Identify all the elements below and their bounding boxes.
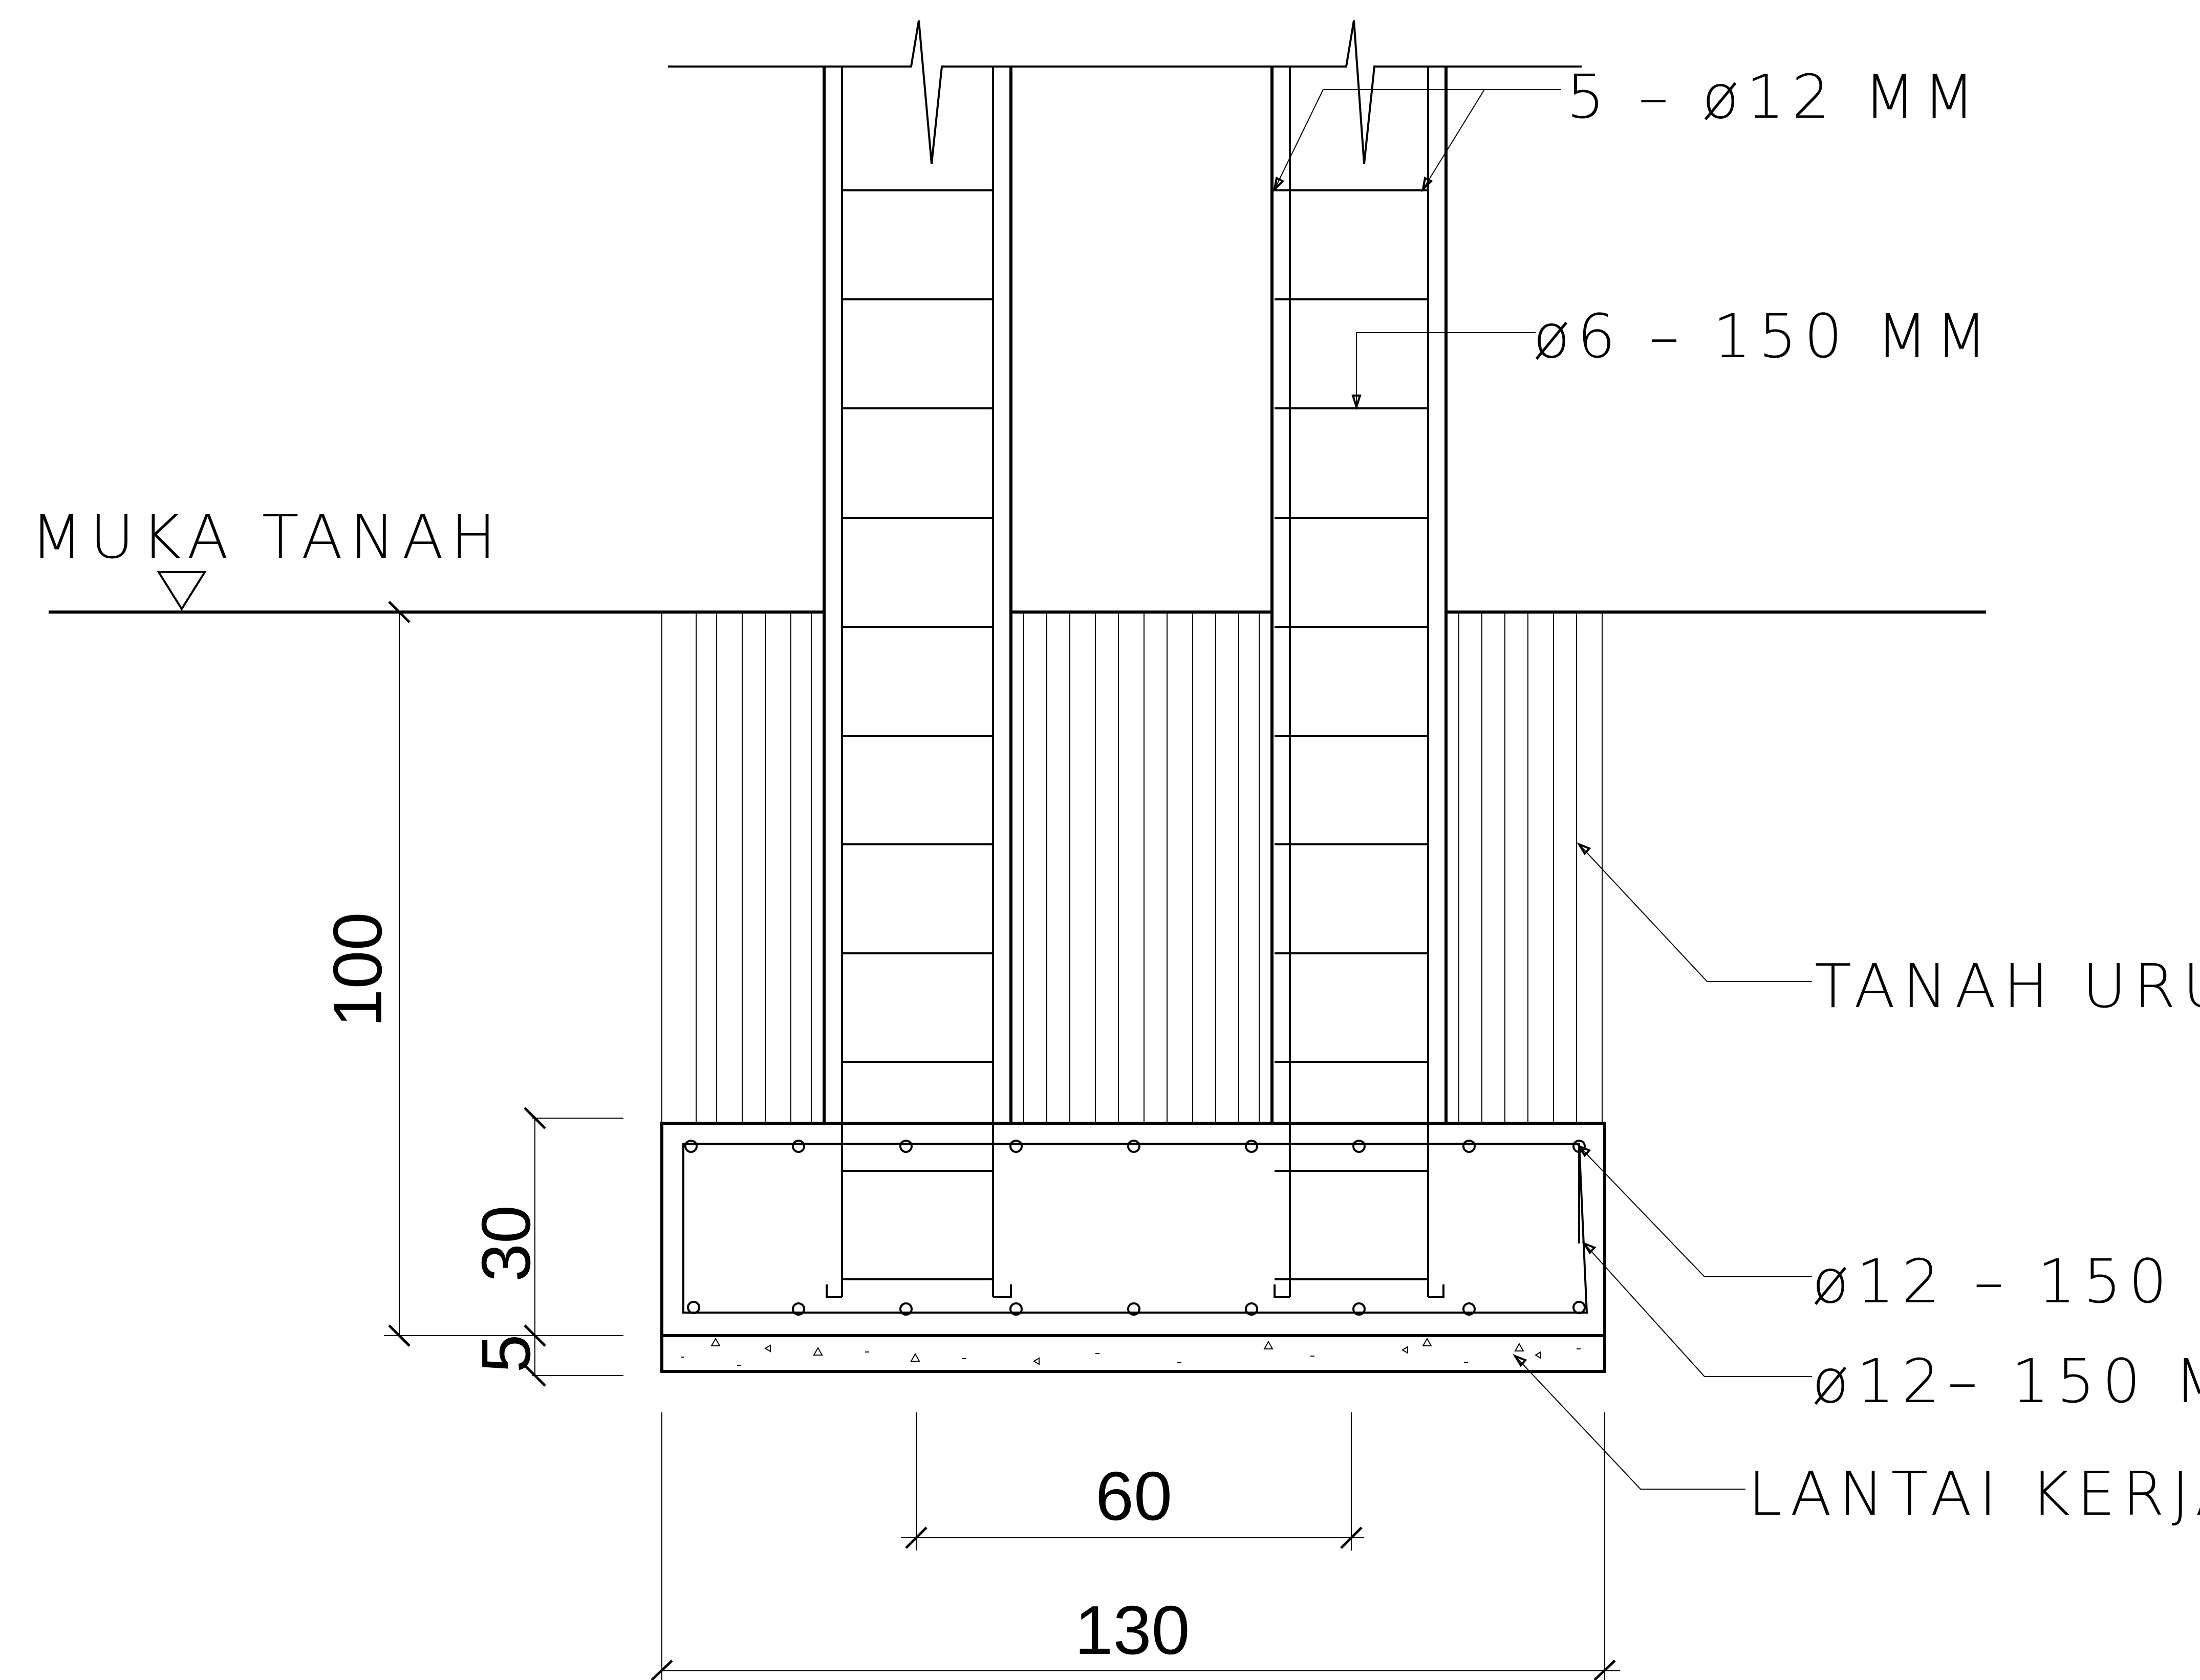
- column-outline: [823, 67, 1448, 1123]
- label-top-bars: 5 – ø12 MM: [1566, 61, 1982, 132]
- label-lean-concrete: LANTAI KERJA: [1748, 1458, 2200, 1529]
- backfill-hatch: [661, 612, 1605, 1123]
- lean-concrete-slab: [660, 1334, 1606, 1373]
- dim-footing-thickness: 30: [467, 1205, 545, 1282]
- dim-depth: 100: [319, 912, 396, 1027]
- footing-reinforcement: [682, 1143, 1588, 1314]
- dimension-lines: [384, 601, 1620, 1680]
- leader-lines: [1272, 89, 1812, 1490]
- dim-column-width: 60: [1095, 1457, 1172, 1535]
- longitudinal-bars: [826, 67, 1444, 1298]
- stirrups: [842, 189, 1428, 1280]
- column-break-line: [668, 20, 1582, 164]
- label-ground: MUKA TANAH: [31, 501, 503, 572]
- label-backfill: TANAH URUG: [1815, 951, 2200, 1021]
- label-stirrups: ø6 – 150 MM: [1533, 301, 1995, 372]
- rebar-dots: [684, 1140, 1586, 1316]
- label-top-mesh: ø12 – 150 MM: [1812, 1246, 2200, 1317]
- dim-footing-width: 130: [1074, 1591, 1190, 1669]
- label-bottom-mesh: ø12– 150 MM: [1812, 1346, 2200, 1416]
- lean-concrete-pattern: [681, 1337, 1581, 1366]
- ground-level-triangle-icon: [157, 571, 207, 611]
- dim-lean-thickness: 5: [467, 1334, 545, 1372]
